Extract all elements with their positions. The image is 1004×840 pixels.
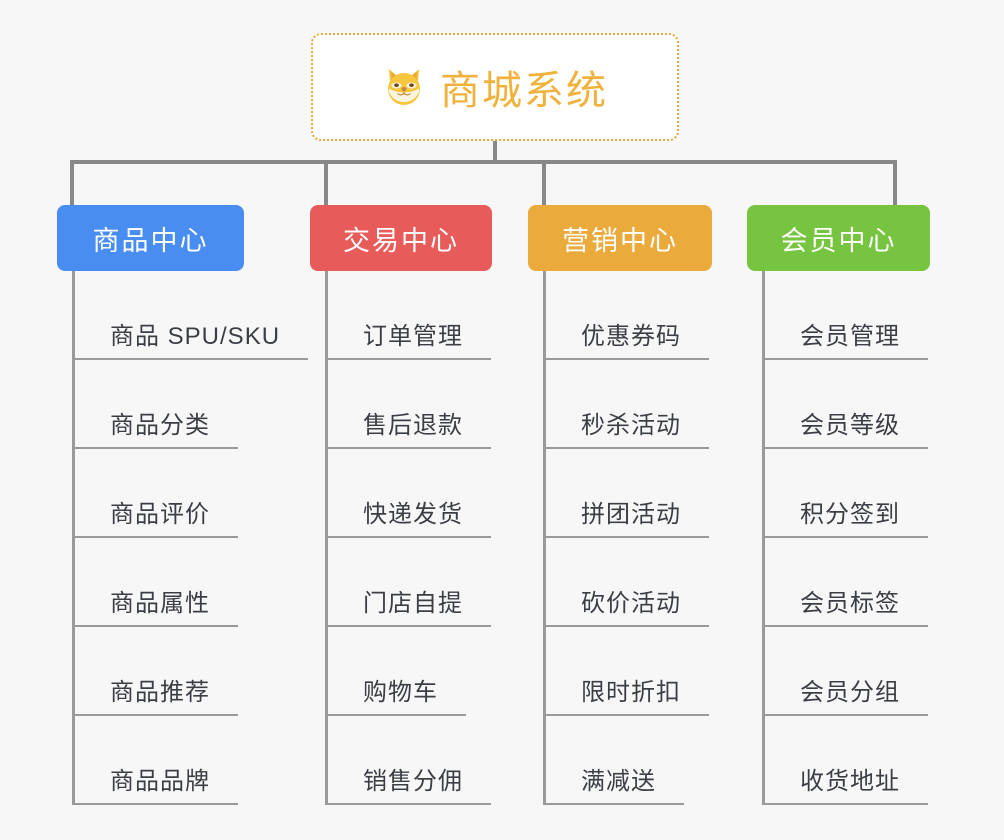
list-item[interactable]: 商品分类	[72, 360, 308, 449]
leaf-label: 会员分组	[762, 672, 928, 716]
branch-header-2[interactable]: 交易中心	[310, 205, 492, 271]
horizontal-bus-connector	[72, 160, 897, 164]
leaf-label: 收货地址	[762, 761, 928, 805]
list-item[interactable]: 会员分组	[762, 627, 928, 716]
branch-column-3: 营销中心 优惠券码 秒杀活动 拼团活动 砍价活动 限时折扣 满减送	[528, 205, 758, 805]
leaf-label: 商品推荐	[72, 672, 238, 716]
leaf-label: 商品评价	[72, 494, 238, 538]
leaf-label: 快递发货	[325, 494, 491, 538]
drop-connector-4	[893, 160, 897, 206]
branch-header-4[interactable]: 会员中心	[747, 205, 930, 271]
leaf-label: 限时折扣	[543, 672, 709, 716]
list-item[interactable]: 商品推荐	[72, 627, 308, 716]
leaf-label: 商品 SPU/SKU	[72, 316, 309, 360]
leaf-label: 优惠券码	[543, 316, 709, 360]
leaf-label: 商品分类	[72, 405, 238, 449]
leaf-list-2: 订单管理 售后退款 快递发货 门店自提 购物车 销售分佣	[325, 271, 491, 805]
list-item[interactable]: 商品评价	[72, 449, 308, 538]
drop-connector-3	[542, 160, 546, 206]
leaf-label: 秒杀活动	[543, 405, 709, 449]
leaf-label: 购物车	[325, 672, 466, 716]
root-node[interactable]: 商城系统	[311, 33, 679, 141]
list-item[interactable]: 拼团活动	[543, 449, 709, 538]
leaf-list-3: 优惠券码 秒杀活动 拼团活动 砍价活动 限时折扣 满减送	[543, 271, 709, 805]
leaf-list-1: 商品 SPU/SKU 商品分类 商品评价 商品属性 商品推荐 商品品牌	[72, 271, 309, 805]
branch-header-1[interactable]: 商品中心	[57, 205, 244, 271]
list-item[interactable]: 优惠券码	[543, 271, 709, 360]
branch-label-4: 会员中心	[780, 225, 897, 256]
list-item[interactable]: 售后退款	[325, 360, 491, 449]
leaf-label: 商品品牌	[72, 761, 238, 805]
leaf-label: 销售分佣	[325, 761, 491, 805]
list-item[interactable]: 销售分佣	[325, 716, 491, 805]
list-item[interactable]: 砍价活动	[543, 538, 709, 627]
leaf-label: 商品属性	[72, 583, 238, 627]
list-item[interactable]: 积分签到	[762, 449, 928, 538]
branch-label-1: 商品中心	[92, 225, 209, 256]
branch-column-4: 会员中心 会员管理 会员等级 积分签到 会员标签 会员分组 收货地址	[747, 205, 977, 805]
list-item[interactable]: 订单管理	[325, 271, 491, 360]
branch-spine-1	[72, 271, 75, 805]
list-item[interactable]: 秒杀活动	[543, 360, 709, 449]
list-item[interactable]: 限时折扣	[543, 627, 709, 716]
list-item[interactable]: 门店自提	[325, 538, 491, 627]
list-item[interactable]: 会员管理	[762, 271, 928, 360]
branch-spine-4	[762, 271, 765, 805]
list-item[interactable]: 快递发货	[325, 449, 491, 538]
branch-label-2: 交易中心	[343, 225, 459, 256]
list-item[interactable]: 商品属性	[72, 538, 308, 627]
list-item[interactable]: 商品品牌	[72, 716, 308, 805]
drop-connector-2	[324, 160, 328, 206]
branch-label-3: 营销中心	[562, 225, 678, 256]
list-item[interactable]: 购物车	[325, 627, 491, 716]
branch-spine-2	[325, 271, 328, 805]
leaf-label: 满减送	[543, 761, 684, 805]
branch-column-1: 商品中心 商品 SPU/SKU 商品分类 商品评价 商品属性 商品推荐 商品品牌	[57, 205, 317, 805]
branch-column-2: 交易中心 订单管理 售后退款 快递发货 门店自提 购物车 销售分佣	[310, 205, 540, 805]
leaf-label: 拼团活动	[543, 494, 709, 538]
list-item[interactable]: 商品 SPU/SKU	[72, 271, 309, 360]
root-stem-connector	[493, 141, 497, 163]
drop-connector-1	[70, 160, 74, 206]
leaf-label: 会员等级	[762, 405, 928, 449]
leaf-label: 售后退款	[325, 405, 491, 449]
shiba-dog-icon	[382, 65, 426, 109]
leaf-label: 会员标签	[762, 583, 928, 627]
list-item[interactable]: 满减送	[543, 716, 709, 805]
list-item[interactable]: 会员标签	[762, 538, 928, 627]
leaf-label: 订单管理	[325, 316, 491, 360]
leaf-label: 门店自提	[325, 583, 491, 627]
leaf-list-4: 会员管理 会员等级 积分签到 会员标签 会员分组 收货地址	[762, 271, 928, 805]
list-item[interactable]: 收货地址	[762, 716, 928, 805]
leaf-label: 会员管理	[762, 316, 928, 360]
root-title: 商城系统	[440, 69, 608, 113]
branch-header-3[interactable]: 营销中心	[528, 205, 712, 271]
leaf-label: 积分签到	[762, 494, 928, 538]
leaf-label: 砍价活动	[543, 583, 709, 627]
branch-spine-3	[543, 271, 546, 805]
list-item[interactable]: 会员等级	[762, 360, 928, 449]
